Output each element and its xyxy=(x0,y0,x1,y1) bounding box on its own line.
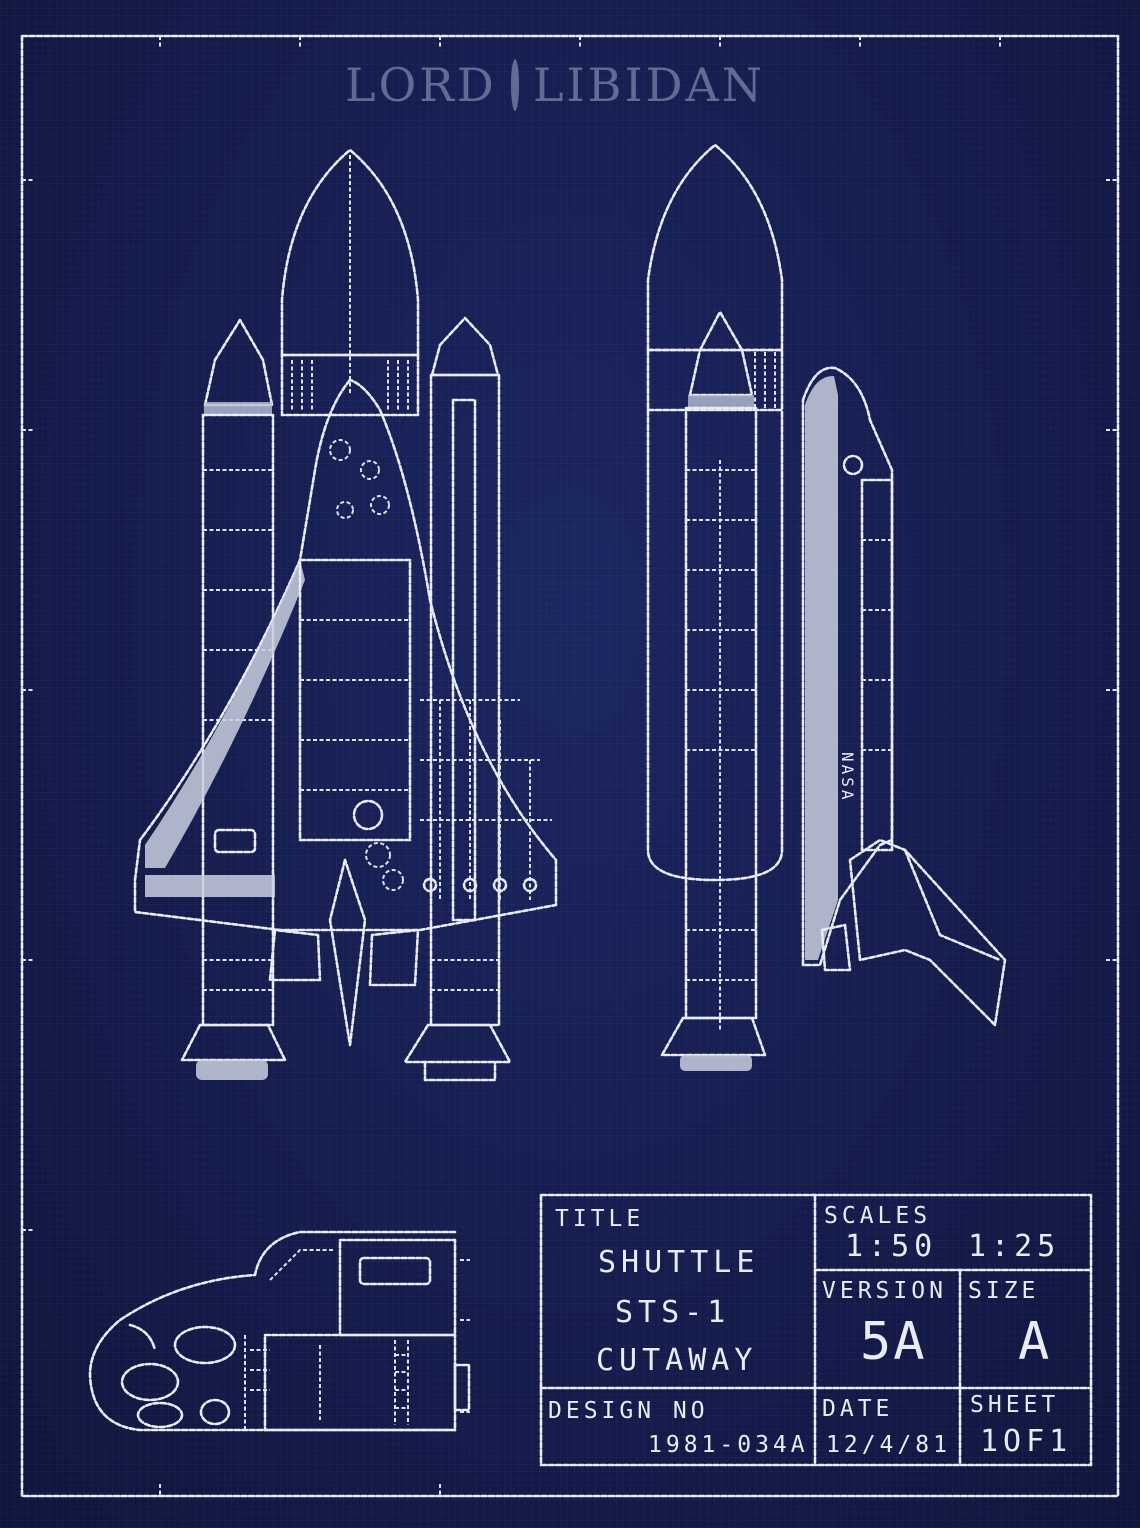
size-label: SIZE xyxy=(968,1278,1040,1304)
version-value: 5A xyxy=(860,1312,927,1372)
size-value: A xyxy=(1018,1312,1052,1372)
design-no-label: DESIGN NO xyxy=(548,1398,709,1424)
scales-label: SCALES xyxy=(824,1203,932,1229)
title-block-grid xyxy=(539,1193,1093,1467)
title-label: TITLE xyxy=(555,1206,645,1232)
right-booster-nose xyxy=(430,316,500,377)
date-value: 12/4/81 xyxy=(826,1432,951,1458)
scale-value-1: 1:50 xyxy=(845,1229,938,1264)
side-view-shuttle-stack: NASA xyxy=(646,143,1007,1071)
outer-border xyxy=(20,34,1120,1498)
title-line-3: CUTAWAY xyxy=(596,1343,758,1378)
front-view-shuttle-stack xyxy=(133,148,558,1082)
side-booster-nose xyxy=(688,310,754,397)
title-line-2: STS-1 xyxy=(615,1295,731,1330)
design-no-value: 1981-034A xyxy=(648,1432,809,1458)
nasa-label: NASA xyxy=(838,752,857,803)
sheet-label: SHEET xyxy=(970,1392,1060,1418)
cutaway-view xyxy=(88,1230,471,1432)
cutaway-hull xyxy=(88,1230,457,1432)
hat-logo-icon xyxy=(510,59,519,111)
watermark-left-word: LORD xyxy=(345,58,497,112)
sheet-value: 1OF1 xyxy=(980,1424,1073,1459)
date-label: DATE xyxy=(822,1396,894,1422)
scale-value-2: 1:25 xyxy=(968,1229,1061,1264)
external-tank-nose xyxy=(280,148,420,357)
version-label: VERSION xyxy=(822,1278,947,1304)
watermark-logo: LORD LIBIDAN xyxy=(345,50,765,120)
watermark-right-word: LIBIDAN xyxy=(532,58,765,112)
border-ticks xyxy=(22,36,1118,1496)
side-tank-nose xyxy=(646,143,784,352)
orbiter-front-view xyxy=(133,378,558,932)
title-line-1: SHUTTLE xyxy=(598,1245,760,1280)
left-booster-nose xyxy=(203,318,274,407)
orbiter-tail-fin xyxy=(848,838,1007,1027)
orbiter-side-view xyxy=(801,366,894,967)
